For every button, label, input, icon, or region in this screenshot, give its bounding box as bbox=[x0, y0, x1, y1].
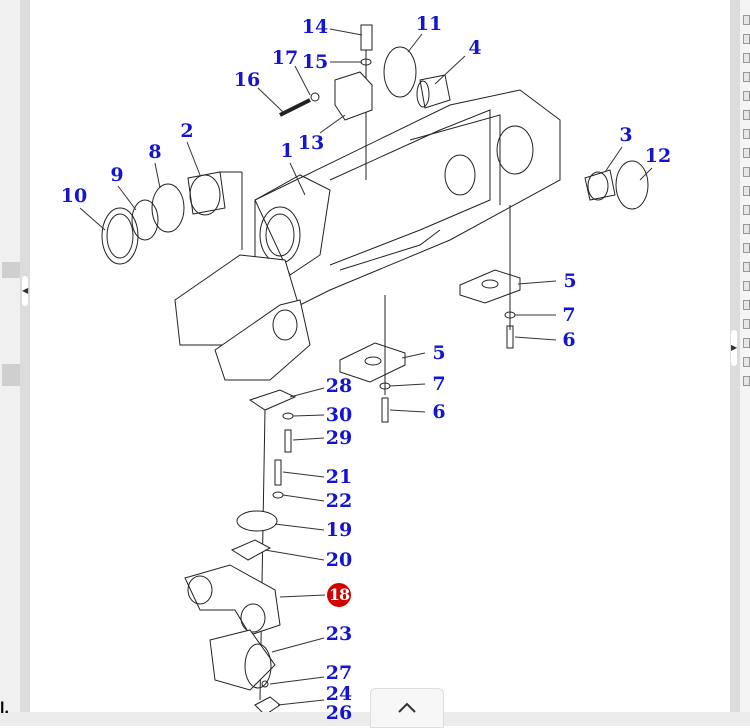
corner-text: l. bbox=[0, 700, 9, 717]
callout-16[interactable]: 16 bbox=[233, 69, 261, 91]
callout-8[interactable]: 8 bbox=[148, 141, 162, 163]
callout-27[interactable]: 27 bbox=[325, 662, 353, 684]
row-checkbox-icon[interactable] bbox=[743, 34, 750, 44]
row-checkbox-icon[interactable] bbox=[743, 129, 750, 139]
row-checkbox-icon[interactable] bbox=[743, 376, 750, 386]
row-checkbox-icon[interactable] bbox=[743, 300, 750, 310]
callout-20[interactable]: 20 bbox=[325, 549, 353, 571]
collapse-left-icon[interactable]: ◀ bbox=[22, 276, 28, 306]
callout-7[interactable]: 7 bbox=[432, 373, 446, 395]
callout-6[interactable]: 6 bbox=[432, 401, 446, 423]
callout-23[interactable]: 23 bbox=[325, 623, 353, 645]
scroll-up-button[interactable] bbox=[370, 688, 444, 728]
row-checkbox-icon[interactable] bbox=[743, 338, 750, 348]
callout-6[interactable]: 6 bbox=[562, 329, 576, 351]
row-checkbox-icon[interactable] bbox=[743, 319, 750, 329]
callout-14[interactable]: 14 bbox=[301, 16, 329, 38]
callout-24[interactable]: 24 bbox=[325, 683, 353, 705]
row-checkbox-icon[interactable] bbox=[743, 167, 750, 177]
parts-diagram bbox=[30, 0, 730, 716]
callout-10[interactable]: 10 bbox=[60, 185, 88, 207]
row-checkbox-icon[interactable] bbox=[743, 262, 750, 272]
callout-13[interactable]: 13 bbox=[297, 132, 325, 154]
callout-28[interactable]: 28 bbox=[325, 375, 353, 397]
row-checkbox-icon[interactable] bbox=[743, 53, 750, 63]
row-checkbox-icon[interactable] bbox=[743, 224, 750, 234]
left-panel-scroll-thumb[interactable] bbox=[2, 364, 20, 386]
collapse-right-icon[interactable]: ▶ bbox=[731, 330, 737, 366]
diagram-drawing bbox=[79, 24, 653, 716]
callout-18-selected[interactable]: 18 bbox=[327, 583, 351, 607]
row-checkbox-icon[interactable] bbox=[743, 110, 750, 120]
callout-11[interactable]: 11 bbox=[415, 13, 443, 35]
row-checkbox-icon[interactable] bbox=[743, 148, 750, 158]
callout-3[interactable]: 3 bbox=[619, 124, 633, 146]
row-checkbox-icon[interactable] bbox=[743, 357, 750, 367]
callout-7[interactable]: 7 bbox=[562, 304, 576, 326]
callout-19[interactable]: 19 bbox=[325, 519, 353, 541]
callout-26[interactable]: 26 bbox=[325, 702, 353, 724]
row-checkbox-icon[interactable] bbox=[743, 72, 750, 82]
callout-2[interactable]: 2 bbox=[180, 120, 194, 142]
left-panel-tab[interactable] bbox=[2, 262, 20, 278]
left-splitter[interactable] bbox=[20, 0, 30, 726]
callout-22[interactable]: 22 bbox=[325, 490, 353, 512]
callout-12[interactable]: 12 bbox=[644, 145, 672, 167]
row-checkbox-icon[interactable] bbox=[743, 186, 750, 196]
row-checkbox-icon[interactable] bbox=[743, 243, 750, 253]
callout-5[interactable]: 5 bbox=[563, 270, 577, 292]
chevron-up-icon bbox=[398, 702, 416, 713]
callout-9[interactable]: 9 bbox=[110, 164, 124, 186]
callout-17[interactable]: 17 bbox=[271, 47, 299, 69]
callout-1[interactable]: 1 bbox=[280, 140, 294, 162]
callout-21[interactable]: 21 bbox=[325, 466, 353, 488]
callout-15[interactable]: 15 bbox=[301, 51, 329, 73]
row-checkbox-icon[interactable] bbox=[743, 205, 750, 215]
left-panel bbox=[0, 0, 20, 726]
callout-5[interactable]: 5 bbox=[432, 342, 446, 364]
callout-29[interactable]: 29 bbox=[325, 427, 353, 449]
callout-30[interactable]: 30 bbox=[325, 404, 353, 426]
row-checkbox-icon[interactable] bbox=[743, 15, 750, 25]
row-checkbox-icon[interactable] bbox=[743, 91, 750, 101]
row-checkbox-icon[interactable] bbox=[743, 281, 750, 291]
callout-4[interactable]: 4 bbox=[468, 37, 482, 59]
